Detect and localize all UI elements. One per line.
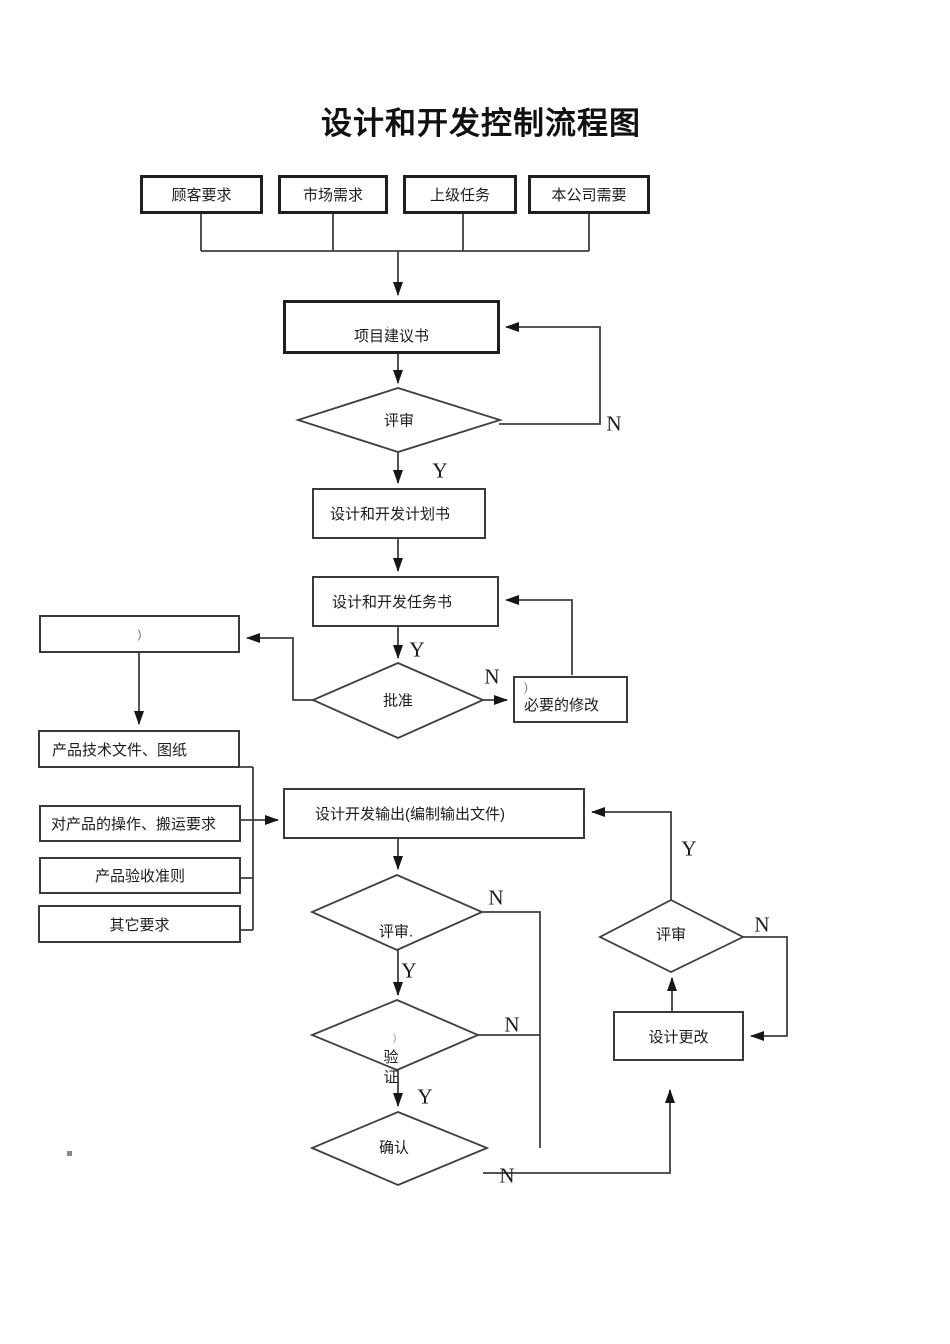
technical-docs-box: 产品技术文件、图纸	[38, 730, 240, 768]
necessary-modification-box: ) 必要的修改	[513, 676, 628, 723]
source-label: 上级任务	[429, 187, 490, 204]
source-label: 顾客要求	[171, 187, 232, 204]
node-label: 对产品的操作、搬运要求	[51, 816, 217, 833]
review3-label: 评审	[655, 926, 687, 944]
design-plan-box: 设计和开发计划书	[312, 488, 486, 539]
scan-paren-artifact: )	[393, 1033, 397, 1044]
scan-colon-artifact: :	[386, 322, 390, 336]
verify-label-line2: 证	[383, 1069, 399, 1086]
review1-diamond	[295, 387, 504, 453]
path-approve-yes-to-collect	[246, 633, 313, 701]
scan-speck-artifact	[67, 1151, 72, 1156]
review3-diamond	[598, 898, 746, 974]
source-label: 市场需求	[302, 187, 363, 204]
acceptance-criteria-box: 产品验收准则	[39, 857, 241, 894]
review3-no-label: N	[754, 912, 770, 937]
source-box-market-demand: 市场需求	[278, 175, 388, 214]
design-change-box: 设计更改	[613, 1011, 744, 1061]
review1-no-label: N	[606, 411, 622, 436]
approve-diamond	[310, 662, 486, 739]
design-output-box: 设计开发输出(编制输出文件)	[283, 788, 585, 839]
approve-no-label: N	[484, 664, 500, 689]
verify-yes-label: Y	[417, 1084, 433, 1109]
node-label: 设计更改	[648, 1028, 709, 1046]
source-label: 本公司需要	[551, 187, 627, 204]
node-label: 设计和开发任务书	[332, 594, 453, 611]
approve-label: 批准	[382, 692, 414, 710]
node-label: 产品技术文件、图纸	[52, 741, 188, 759]
node-label: 其它要求	[109, 916, 170, 934]
node-label: 项目建议书	[353, 328, 429, 345]
node-label: 必要的修改	[524, 697, 600, 714]
empty-collect-box: )	[39, 615, 240, 653]
confirm-diamond	[309, 1111, 490, 1186]
review3-yes-label: Y	[681, 836, 697, 861]
path-review3-no-to-change	[743, 936, 788, 1041]
design-task-box: 设计和开发任务书	[312, 576, 499, 627]
review2-no-label: N	[488, 885, 504, 910]
handling-requirements-box: 对产品的操作、搬运要求	[39, 805, 241, 842]
source-box-company-need: 本公司需要	[528, 175, 650, 214]
review1-label: 评审	[383, 412, 415, 430]
project-proposal-box: 项目建议书	[283, 300, 500, 354]
page-title: 设计和开发控制流程图	[321, 106, 641, 141]
scan-paren-artifact: )	[137, 627, 142, 641]
review1-yes-label: Y	[432, 458, 448, 483]
verify-no-label: N	[504, 1012, 520, 1037]
path-confirm-no-to-change	[483, 1089, 675, 1174]
node-label: 设计开发输出(编制输出文件)	[315, 806, 505, 823]
source-box-customer-requirements: 顾客要求	[140, 175, 263, 214]
source-box-superior-task: 上级任务	[403, 175, 517, 214]
verify-label-line1: 验	[383, 1049, 399, 1066]
loop-review1-no-to-proposal	[499, 322, 601, 425]
review2-no-bus-line	[482, 911, 541, 1148]
verify-label: 验 证	[383, 1048, 398, 1088]
review2-diamond	[309, 874, 485, 951]
confirm-no-label: N	[499, 1163, 515, 1188]
review2-yes-label: Y	[401, 958, 417, 983]
left-bus-lines	[240, 766, 254, 931]
node-label: 产品验收准则	[94, 868, 185, 885]
node-label: 设计和开发计划书	[330, 506, 451, 523]
approve-yes-label: Y	[409, 637, 425, 662]
loop-modify-to-task	[505, 595, 573, 675]
path-review3-yes-to-output	[591, 807, 672, 900]
review2-label: 评审.	[378, 923, 414, 941]
confirm-label: 确认	[378, 1139, 410, 1157]
scan-paren-artifact: )	[524, 680, 528, 694]
other-requirements-box: 其它要求	[38, 905, 241, 943]
verify-diamond	[309, 999, 481, 1071]
